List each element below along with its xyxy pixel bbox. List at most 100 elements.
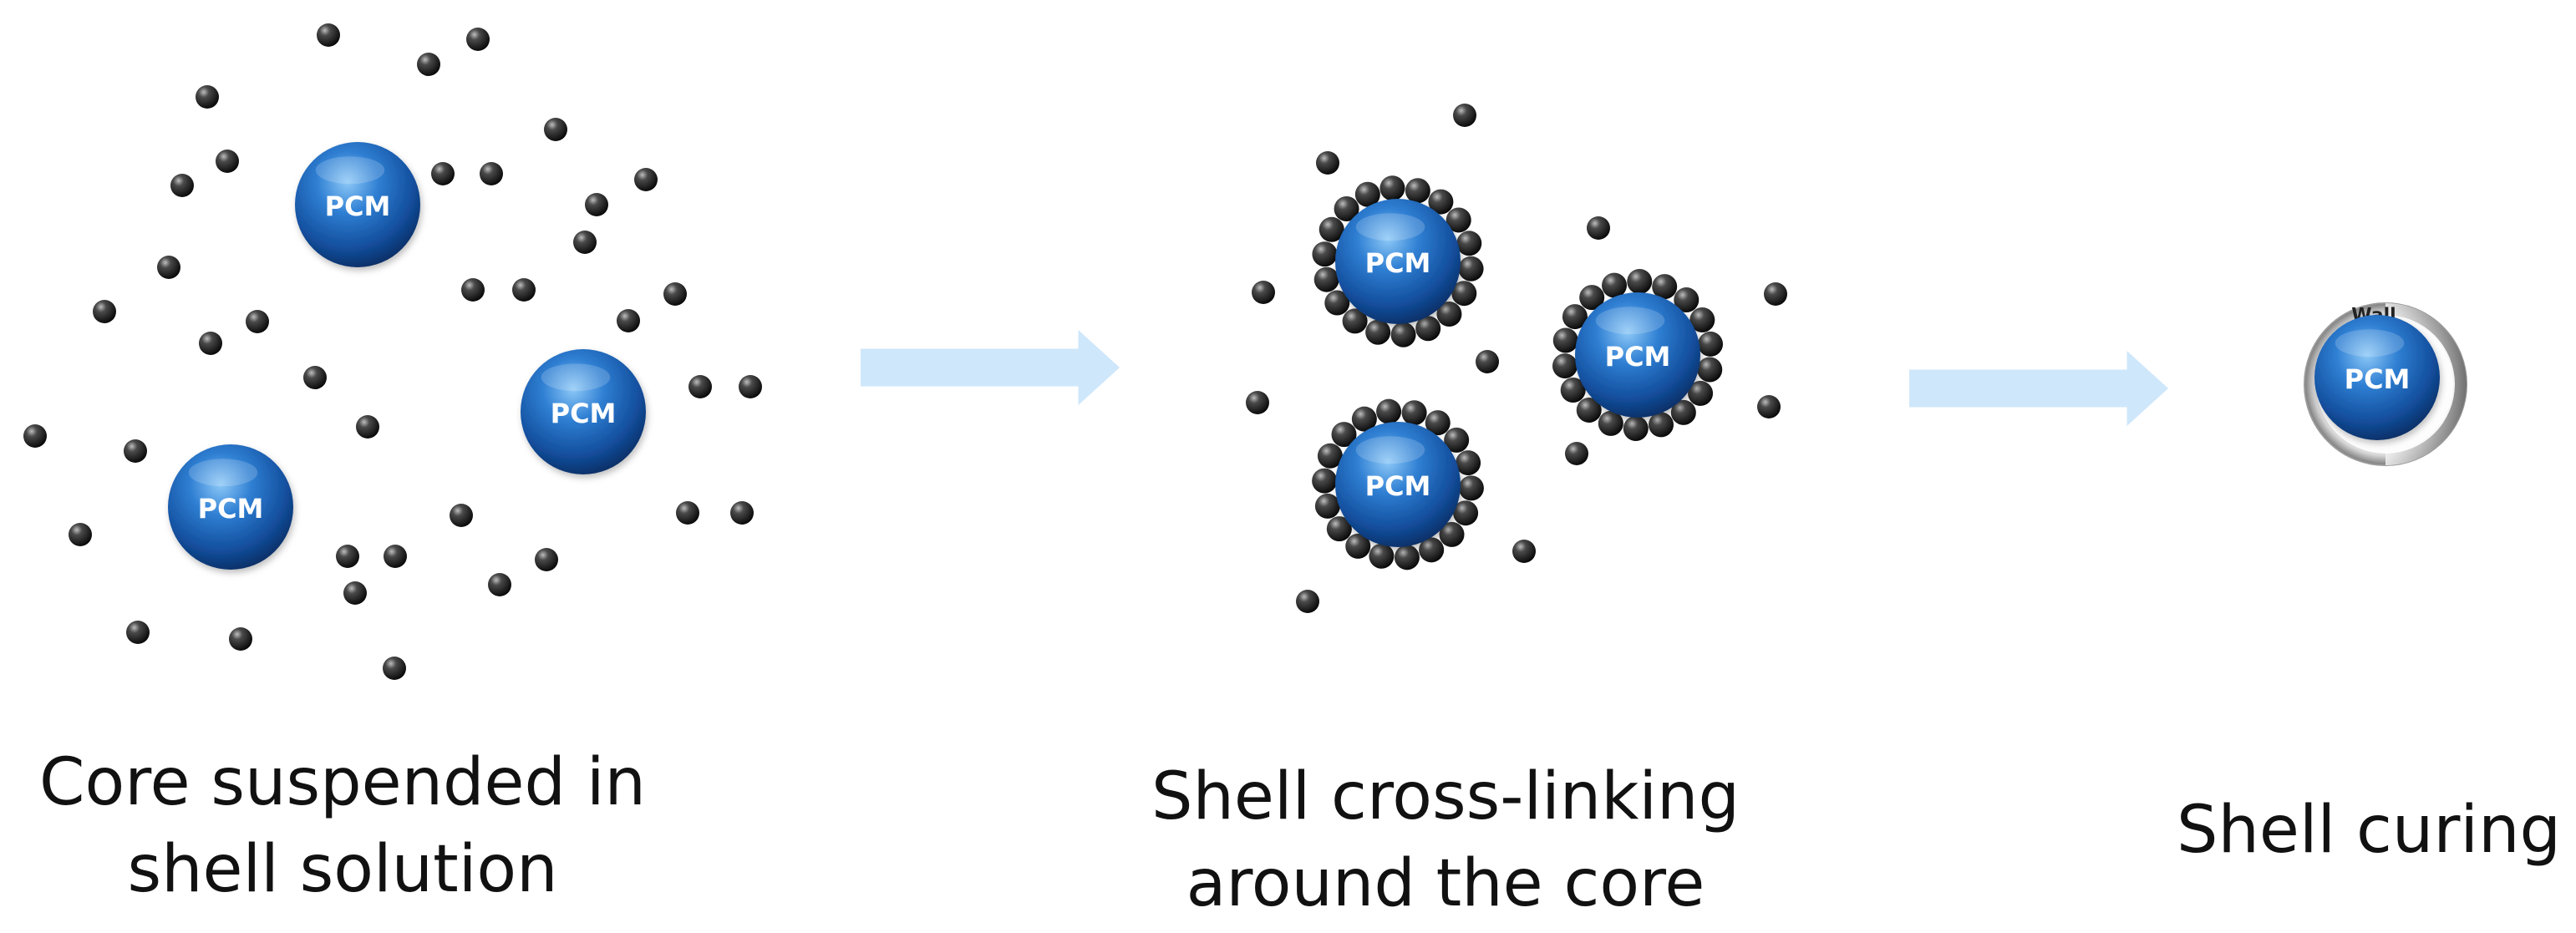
shell-particle xyxy=(1331,422,1357,448)
shell-particle xyxy=(1652,274,1678,300)
core-label: PCM xyxy=(198,493,264,525)
shell-particle xyxy=(196,85,219,109)
shell-particle xyxy=(1351,406,1377,432)
shell-particle xyxy=(1444,427,1470,453)
shell-particle xyxy=(1312,241,1338,267)
shell-particle xyxy=(1512,540,1536,563)
shell-particle xyxy=(1365,319,1391,345)
caption-step-1-line-1: Core suspended in xyxy=(39,745,646,820)
shell-particles xyxy=(23,23,1787,680)
shell-particle xyxy=(450,504,473,527)
shell-particle xyxy=(1453,500,1479,526)
shell-particle xyxy=(1252,281,1275,304)
shell-particle xyxy=(23,424,47,448)
shell-particle xyxy=(1697,357,1723,383)
caption-step-1: Core suspended in shell solution xyxy=(0,739,685,913)
shell-particle xyxy=(199,332,222,355)
shell-particle xyxy=(512,278,536,302)
caption-step-2: Shell cross-linking around the core xyxy=(1111,753,1780,927)
shell-particle xyxy=(1456,231,1482,256)
shell-particle xyxy=(1688,380,1714,406)
core-label: PCM xyxy=(1365,247,1431,279)
shell-particle xyxy=(343,581,367,605)
shell-particle xyxy=(739,375,762,398)
shell-particle xyxy=(1562,304,1588,330)
shell-particle xyxy=(1458,256,1484,281)
shell-particle xyxy=(1376,398,1402,424)
shell-particle xyxy=(663,282,687,306)
shell-particle xyxy=(1764,282,1787,306)
shell-particle xyxy=(170,174,194,197)
shell-particle xyxy=(488,573,511,596)
shell-particle xyxy=(1560,378,1586,403)
caption-step-3-line-1: Shell curing xyxy=(2176,793,2562,868)
shell-particle xyxy=(356,415,379,439)
shell-particle xyxy=(730,501,754,525)
core-label: PCM xyxy=(2345,363,2411,395)
shell-particle xyxy=(124,439,147,463)
shell-particle xyxy=(216,150,239,173)
shell-particle xyxy=(229,627,252,651)
shell-particle xyxy=(1552,353,1578,379)
shell-particle xyxy=(1476,350,1499,373)
caption-step-2-line-2: around the core xyxy=(1186,846,1705,921)
shell-particle xyxy=(1419,537,1445,563)
shell-particle xyxy=(676,501,699,525)
process-arrow xyxy=(1909,351,2168,426)
shell-particle xyxy=(1324,290,1350,316)
shell-particle xyxy=(1627,269,1653,295)
shell-particle xyxy=(1576,397,1602,423)
shell-particle xyxy=(1394,545,1420,570)
shell-particle xyxy=(1552,327,1578,353)
shell-particle xyxy=(466,28,490,51)
process-arrows xyxy=(861,330,2168,426)
shell-particle xyxy=(1415,316,1441,342)
shell-particle xyxy=(1401,400,1427,426)
shell-particle xyxy=(1689,307,1715,332)
shell-particle xyxy=(1316,151,1339,175)
shell-particle xyxy=(1579,285,1605,311)
shell-particle xyxy=(157,256,180,279)
shell-particle xyxy=(1405,178,1430,204)
shell-particle xyxy=(1757,395,1781,418)
shell-particle xyxy=(688,375,712,398)
shell-particle xyxy=(1246,391,1269,414)
caption-step-3: Shell curing xyxy=(2164,787,2573,874)
core-label: PCM xyxy=(1365,470,1431,502)
shell-particle xyxy=(1565,442,1588,465)
shell-particle xyxy=(431,162,455,185)
shell-particle xyxy=(1428,189,1454,215)
shell-particle xyxy=(1602,272,1628,298)
shell-particle xyxy=(1314,493,1340,519)
shell-particle xyxy=(1446,207,1471,233)
shell-particle xyxy=(1342,308,1368,334)
shell-particle xyxy=(1453,104,1476,127)
shell-particle xyxy=(1313,266,1339,292)
shell-particle xyxy=(303,366,327,389)
shell-particle xyxy=(384,545,407,568)
core-label: PCM xyxy=(551,398,617,429)
pcm-core-sphere: PCM xyxy=(521,349,646,474)
shell-particle xyxy=(1451,281,1477,307)
shell-particle xyxy=(1456,450,1481,476)
core-label: PCM xyxy=(325,190,391,222)
pcm-core-sphere: PCM xyxy=(168,444,293,570)
pcm-core-sphere: PCM xyxy=(295,142,420,267)
shell-particle xyxy=(1345,533,1371,559)
core-label: PCM xyxy=(1605,341,1671,373)
shell-particle xyxy=(544,118,567,141)
shell-particle xyxy=(535,548,558,571)
shell-particle xyxy=(480,162,503,185)
pcm-core-sphere: PCM xyxy=(2314,315,2440,440)
shell-particle xyxy=(126,621,150,644)
shell-particle xyxy=(1369,543,1395,569)
shell-particle xyxy=(573,231,597,254)
shell-particle xyxy=(1296,590,1319,613)
shell-particle xyxy=(1598,410,1623,436)
shell-particle xyxy=(417,53,440,76)
pcm-core-sphere: PCM xyxy=(1575,292,1700,418)
shell-particle xyxy=(1318,216,1344,242)
shell-particle xyxy=(617,309,640,332)
shell-particle xyxy=(93,300,116,323)
